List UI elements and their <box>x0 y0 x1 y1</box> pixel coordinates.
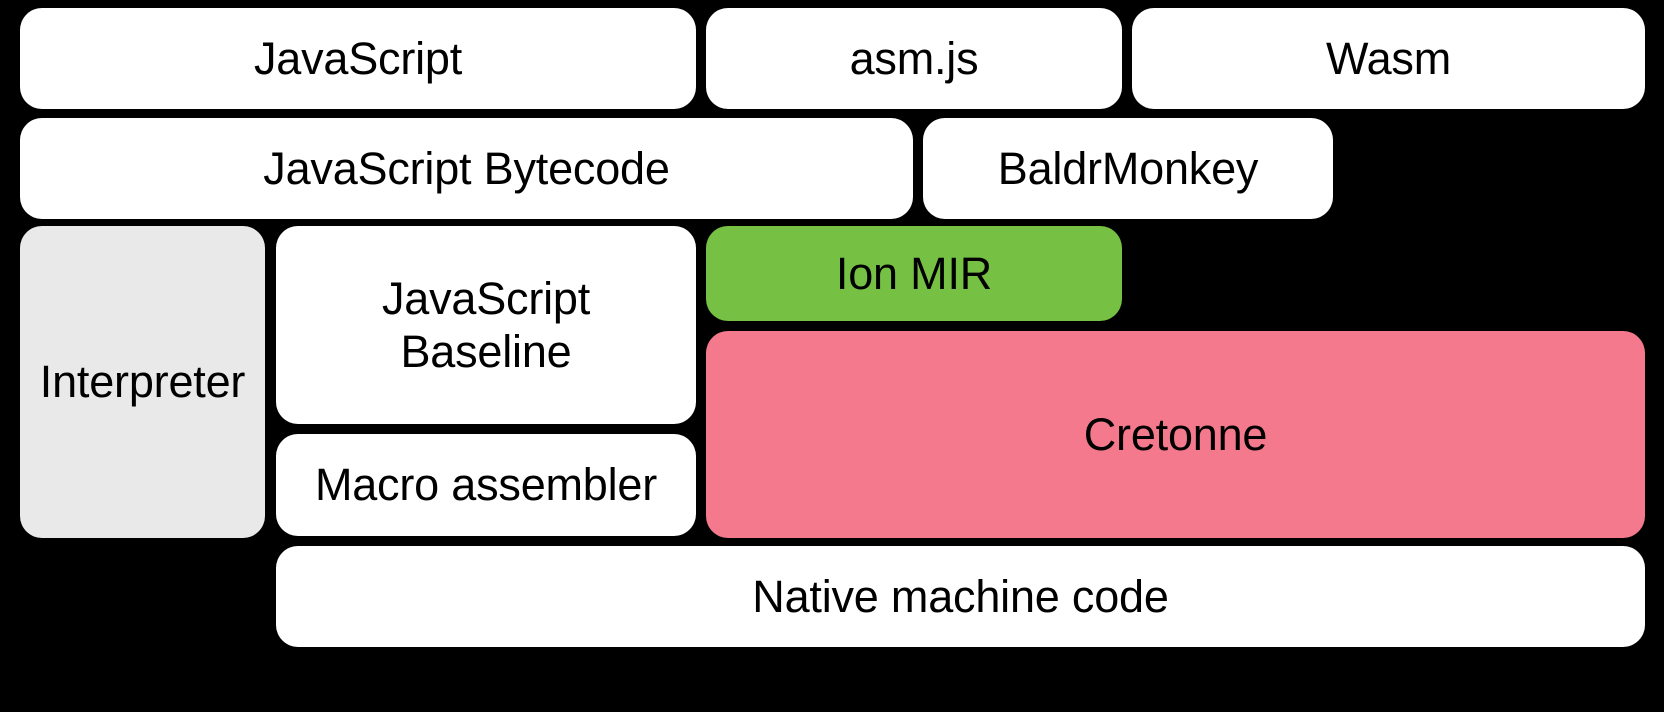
node-ion-mir: Ion MIR <box>706 226 1122 321</box>
node-javascript: JavaScript <box>20 8 696 109</box>
node-baldrmonkey: BaldrMonkey <box>923 118 1333 219</box>
node-interpreter: Interpreter <box>20 226 265 538</box>
node-javascript-baseline: JavaScript Baseline <box>276 226 696 424</box>
node-native-machine-code: Native machine code <box>276 546 1645 647</box>
node-macro-assembler: Macro assembler <box>276 434 696 536</box>
node-asm-js: asm.js <box>706 8 1122 109</box>
node-cretonne: Cretonne <box>706 331 1645 538</box>
node-javascript-bytecode: JavaScript Bytecode <box>20 118 913 219</box>
node-wasm: Wasm <box>1132 8 1645 109</box>
